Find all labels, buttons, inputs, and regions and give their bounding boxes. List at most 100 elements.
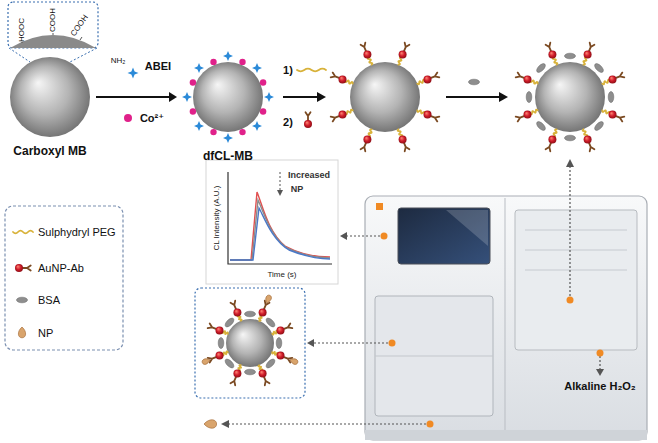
bead-label: dfCL-MB [203, 149, 253, 163]
abei-star [252, 121, 262, 131]
peg-linker [368, 129, 371, 136]
annotation-label: Co²⁺ [140, 112, 164, 124]
cobalt-ion [260, 108, 266, 114]
cobalt-ion [239, 129, 245, 135]
cobalt-ion [210, 59, 216, 65]
antibody [22, 266, 31, 271]
gold-nanoparticle [424, 111, 432, 119]
gold-nanoparticle [609, 111, 617, 119]
antibody [361, 142, 367, 151]
reagent-module [515, 210, 637, 350]
peg-linker [583, 129, 588, 136]
peg-linker [602, 110, 609, 113]
cobalt-ion [190, 79, 196, 85]
abei-star [128, 68, 139, 79]
gold-nanoparticle [259, 309, 267, 317]
np-analyte [18, 327, 25, 338]
process-link [599, 356, 600, 370]
reaction-arrow [96, 92, 177, 102]
gold-nanoparticle [524, 75, 532, 83]
bsa-block [224, 358, 236, 370]
annotation-label: COOH [49, 8, 58, 32]
arrow-head [317, 92, 326, 102]
gold-nanoparticle [216, 326, 224, 334]
gold-nanoparticle [259, 370, 267, 378]
antibody [331, 116, 340, 122]
process-link [346, 235, 384, 236]
zoom-line [9, 48, 30, 62]
gold-nanoparticle [424, 75, 432, 83]
gold-nanoparticle [15, 264, 23, 272]
module-slot [525, 270, 627, 271]
gold-nanoparticle [548, 51, 556, 59]
arrow-head [169, 92, 177, 102]
cobalt-ion [260, 79, 266, 85]
antibody [404, 43, 410, 52]
magnetic-bead [535, 62, 605, 132]
gold-nanoparticle [399, 136, 407, 144]
screen-glare [446, 210, 488, 246]
bsa-block [535, 62, 547, 74]
step-arrow [446, 96, 500, 98]
inset-frame [8, 2, 98, 48]
antibody [546, 142, 552, 151]
magnetic-bead [193, 62, 263, 132]
abei-star [194, 121, 204, 131]
gold-nanoparticle [216, 352, 224, 360]
bsa-block [245, 311, 256, 317]
module-slot [525, 230, 627, 231]
np-analyte [204, 420, 217, 428]
cl-curve [230, 200, 330, 260]
abei-star [223, 133, 233, 143]
antibody [615, 116, 624, 122]
bsa-block [593, 62, 605, 74]
front-door [375, 296, 493, 416]
antibody [430, 73, 439, 79]
arrow-line [96, 96, 170, 98]
peg-linker [417, 80, 424, 85]
np-analyte [289, 357, 299, 365]
peg-linker [553, 57, 558, 64]
bead-drawing [178, 50, 278, 146]
legend-frame [5, 206, 123, 350]
antibody [306, 112, 311, 121]
bsa-block [265, 358, 277, 370]
analyzer-screen [398, 208, 490, 264]
port-dot [381, 233, 388, 240]
antibody [516, 116, 525, 122]
legend-text: NP [38, 327, 53, 339]
magnetic-bead [350, 62, 420, 132]
magnetic-bead [226, 319, 274, 367]
peg-linker [530, 80, 537, 83]
annotation-label: 2) [283, 116, 293, 128]
peg-linker [13, 231, 33, 234]
bsa-block [526, 92, 532, 103]
arrow-head [277, 190, 283, 196]
module-slot [525, 250, 627, 251]
arrow-head [307, 339, 314, 347]
antibody [404, 142, 410, 151]
antibody [264, 376, 270, 385]
bead-decorations [13, 33, 624, 428]
legend-text: AuNP-Ab [38, 262, 84, 274]
chart-frame [206, 160, 338, 284]
gold-nanoparticle [363, 136, 371, 144]
antibody [361, 43, 367, 52]
arrow-head [340, 232, 347, 240]
bsa-block [593, 120, 605, 132]
annotation-label: CL Intensity (A.U.) [213, 185, 222, 250]
bsa-block [245, 369, 256, 375]
step-arrow [283, 96, 318, 98]
np-analyte [201, 357, 211, 365]
process-link [313, 342, 392, 343]
antibody [283, 324, 292, 330]
gold-nanoparticle [548, 136, 556, 144]
abei-star [223, 51, 233, 61]
panel-seam [505, 198, 506, 430]
annotation-label: Alkaline H₂O₂ [564, 380, 636, 392]
antibody [589, 142, 595, 151]
gold-nanoparticle [233, 370, 241, 378]
peg-linker [530, 110, 537, 115]
